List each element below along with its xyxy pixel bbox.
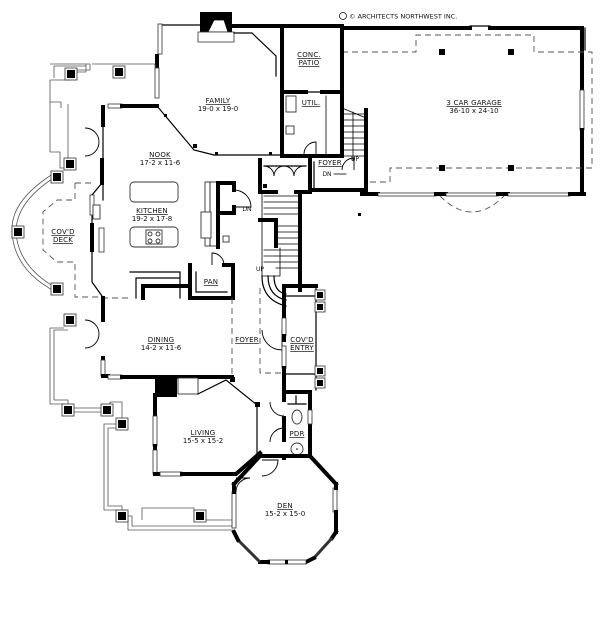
foyer-dn-label: DN bbox=[322, 171, 331, 178]
garage-label: 3 CAR GARAGE bbox=[446, 99, 501, 107]
nook-label: NOOK bbox=[149, 151, 171, 159]
den-label: DEN bbox=[277, 502, 293, 510]
dining-room: DINING 14-2 x 11-6 bbox=[84, 296, 234, 397]
living-label: LIVING bbox=[191, 429, 216, 437]
foyer-label: FOYER bbox=[235, 336, 259, 344]
covd-deck-label-1: COV'D bbox=[51, 228, 74, 236]
nook-dims: 17-2 x 11-6 bbox=[140, 159, 181, 167]
copyright-notice: © ARCHITECTS NORTHWEST INC. bbox=[339, 12, 457, 21]
den-room: DEN 15-2 x 15-0 bbox=[231, 453, 339, 565]
foyer-stairs: FOYER DN UP FOYER bbox=[235, 158, 364, 374]
covd-deck: COV'D DECK bbox=[11, 63, 156, 327]
family-label: FAMILY bbox=[206, 97, 231, 105]
living-room: LIVING 15-5 x 15-2 bbox=[152, 377, 279, 477]
kitchen-dims: 19-2 x 17-8 bbox=[132, 215, 172, 223]
covd-entry: COV'D ENTRY bbox=[281, 284, 326, 394]
garage-stair-up-label: UP bbox=[351, 156, 359, 163]
living-dims: 15-5 x 15-2 bbox=[183, 437, 223, 445]
util-label: UTIL. bbox=[302, 99, 321, 107]
wraparound-porch bbox=[49, 327, 234, 531]
covd-entry-label-1: COV'D bbox=[290, 336, 313, 344]
garage-dims: 36-10 x 24-10 bbox=[449, 107, 498, 115]
foyer-upper-label: FOYER bbox=[318, 159, 342, 167]
kitchen-dn-label: DN bbox=[242, 206, 251, 213]
den-dims: 15-2 x 15-0 bbox=[265, 510, 305, 518]
copyright-text: © ARCHITECTS NORTHWEST INC. bbox=[349, 13, 457, 21]
garage-stair: UP bbox=[341, 107, 367, 163]
covd-entry-label-2: ENTRY bbox=[290, 344, 314, 352]
garage-area: 3 CAR GARAGE 36-10 x 24-10 UP bbox=[340, 25, 593, 213]
family-room: FAMILY 19-0 x 19-0 bbox=[153, 12, 284, 158]
dining-dims: 14-2 x 11-6 bbox=[141, 344, 182, 352]
main-stair-up-label: UP bbox=[256, 266, 264, 273]
pdr-label: PDR bbox=[289, 430, 304, 438]
patio-util: CONC. PATIO UTIL. bbox=[280, 24, 344, 158]
pan-label: PAN bbox=[204, 278, 218, 286]
covd-deck-label-2: DECK bbox=[53, 236, 73, 244]
nook-kitchen: NOOK 17-2 x 11-6 KITCHEN 19-2 x 17-8 DN … bbox=[84, 103, 252, 300]
kitchen-label: KITCHEN bbox=[136, 207, 168, 215]
family-dims: 19-0 x 19-0 bbox=[198, 105, 238, 113]
conc-patio-label-1: CONC. bbox=[297, 51, 321, 59]
dining-label: DINING bbox=[148, 336, 175, 344]
conc-patio-label-2: PATIO bbox=[299, 59, 320, 67]
powder-room: PDR bbox=[269, 390, 313, 460]
